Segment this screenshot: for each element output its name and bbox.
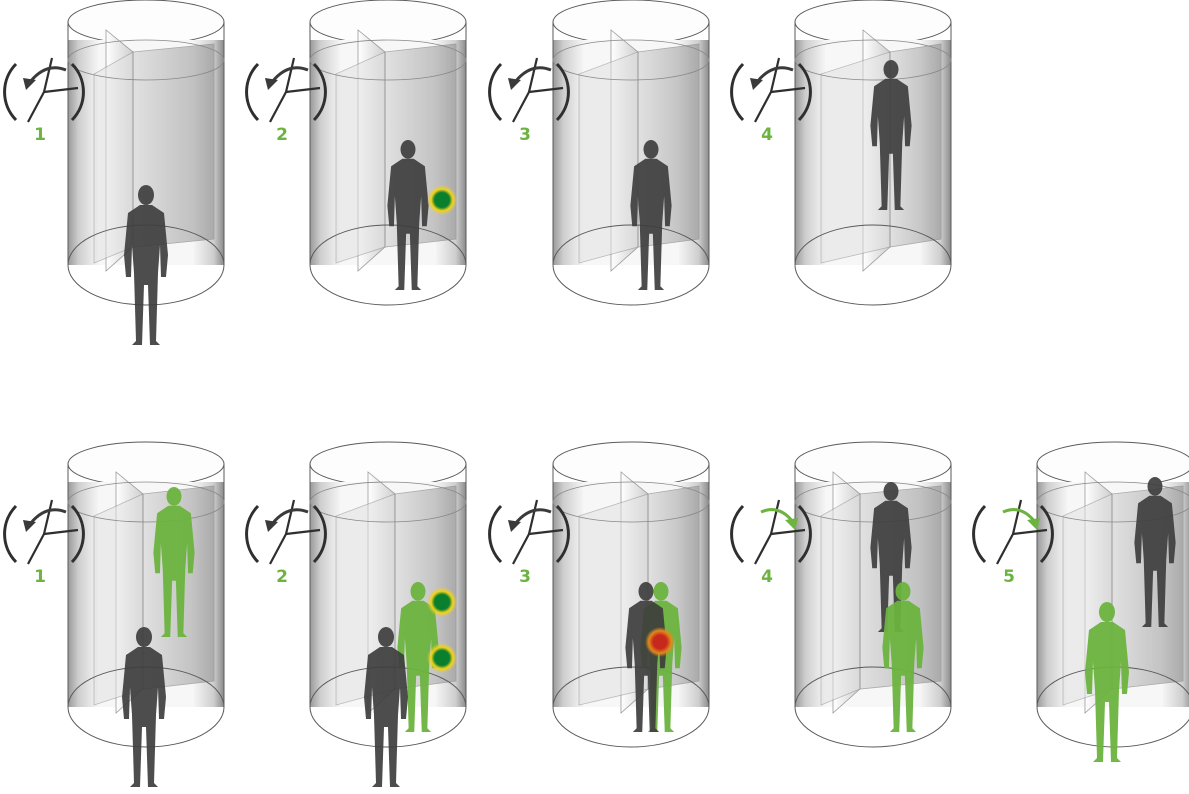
step-1: 1: [5, 0, 224, 345]
step-1: 1: [5, 442, 224, 787]
step-number: 2: [276, 567, 288, 587]
step-number: 3: [519, 125, 531, 145]
sensor-ok: [427, 643, 457, 673]
revolving-door: [68, 442, 224, 787]
revolving-door: [310, 442, 466, 787]
step-number: 5: [1003, 567, 1015, 587]
revolving-door: [1037, 442, 1189, 762]
step-number: 1: [34, 125, 46, 145]
scenario-1: 1 2 3 4: [5, 0, 951, 345]
step-number: 1: [34, 567, 46, 587]
revolving-door: [795, 0, 951, 305]
step-number: 3: [519, 567, 531, 587]
step-2: 2: [247, 0, 466, 305]
revolving-door: [795, 442, 951, 747]
step-3: 3: [490, 0, 709, 305]
revolving-door: [553, 442, 709, 747]
step-3: 3: [490, 442, 709, 747]
sensor-ok: [427, 185, 457, 215]
step-2: 2: [247, 442, 466, 787]
step-number: 4: [761, 567, 773, 587]
revolving-door: [68, 0, 224, 345]
step-number: 4: [761, 125, 773, 145]
sensor-alert: [645, 627, 675, 657]
step-5: 5: [974, 442, 1189, 762]
revolving-door: [553, 0, 709, 305]
step-number: 2: [276, 125, 288, 145]
step-4: 4: [732, 442, 951, 747]
sensor-ok: [427, 587, 457, 617]
step-4: 4: [732, 0, 951, 305]
revolving-door: [310, 0, 466, 305]
scenario-2: 1 2 3 4 5: [5, 442, 1189, 787]
